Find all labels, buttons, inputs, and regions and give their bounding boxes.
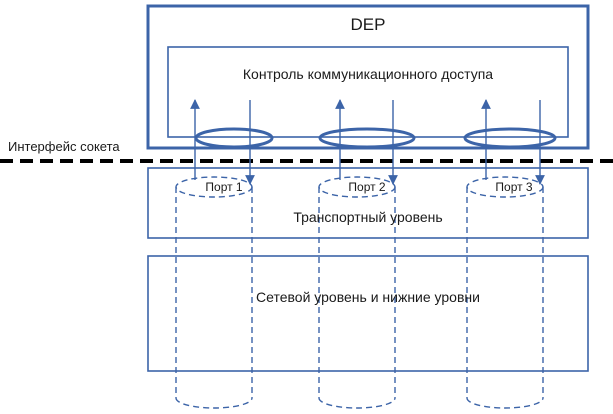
port-1-label: Порт 1 xyxy=(205,180,243,194)
network-layer-label: Сетевой уровень и нижние уровни xyxy=(256,289,480,305)
dep-title: DEP xyxy=(351,15,386,34)
port-1-arrows xyxy=(190,99,255,185)
access-control-label: Контроль коммуникационного доступа xyxy=(243,66,493,82)
socket-ring-2 xyxy=(318,127,416,149)
network-layer-box xyxy=(147,255,589,372)
port-cylinder-1 xyxy=(175,176,253,409)
socket-interface-label: Интерфейс сокета xyxy=(8,139,120,154)
port-3-arrows xyxy=(481,99,545,185)
port-2-arrows xyxy=(335,99,398,185)
socket-ring-1 xyxy=(194,127,274,149)
transport-layer-box xyxy=(147,167,589,239)
port-cylinder-2 xyxy=(318,176,396,409)
access-control-box xyxy=(167,46,569,138)
port-3-label: Порт 3 xyxy=(495,180,533,194)
socket-ring-3 xyxy=(463,127,557,149)
transport-layer-label: Транспортный уровень xyxy=(293,209,442,225)
port-cylinder-3 xyxy=(466,176,544,409)
port-2-label: Порт 2 xyxy=(348,180,386,194)
